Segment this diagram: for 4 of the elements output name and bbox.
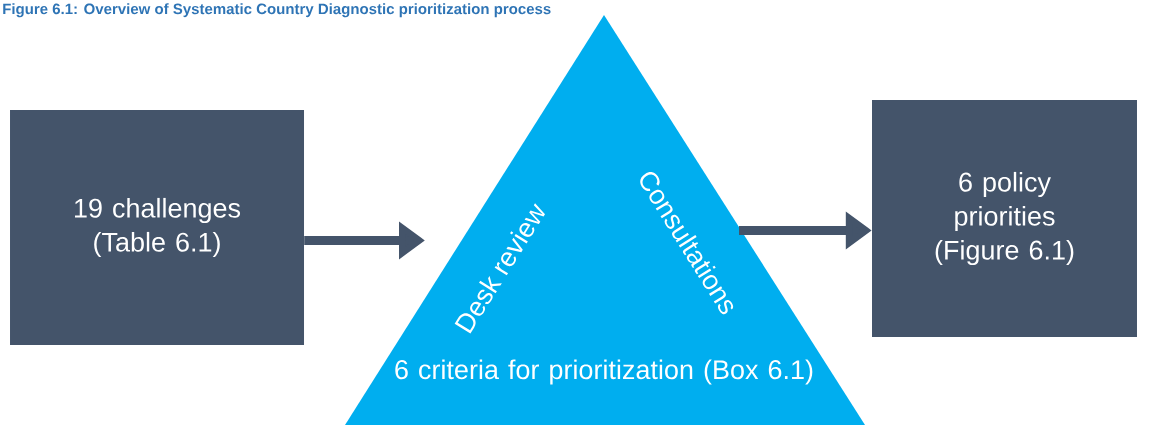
- figure-title: Figure 6.1: Overview of Systematic Country Diagnostic prioritization process: [3, 3, 551, 18]
- process-box: 19 challenges (Table 6.1): [10, 110, 304, 345]
- process-box: 6 policy priorities (Figure 6.1): [872, 100, 1137, 337]
- triangle-label: 6 criteria for prioritization (Box 6.1): [395, 359, 813, 385]
